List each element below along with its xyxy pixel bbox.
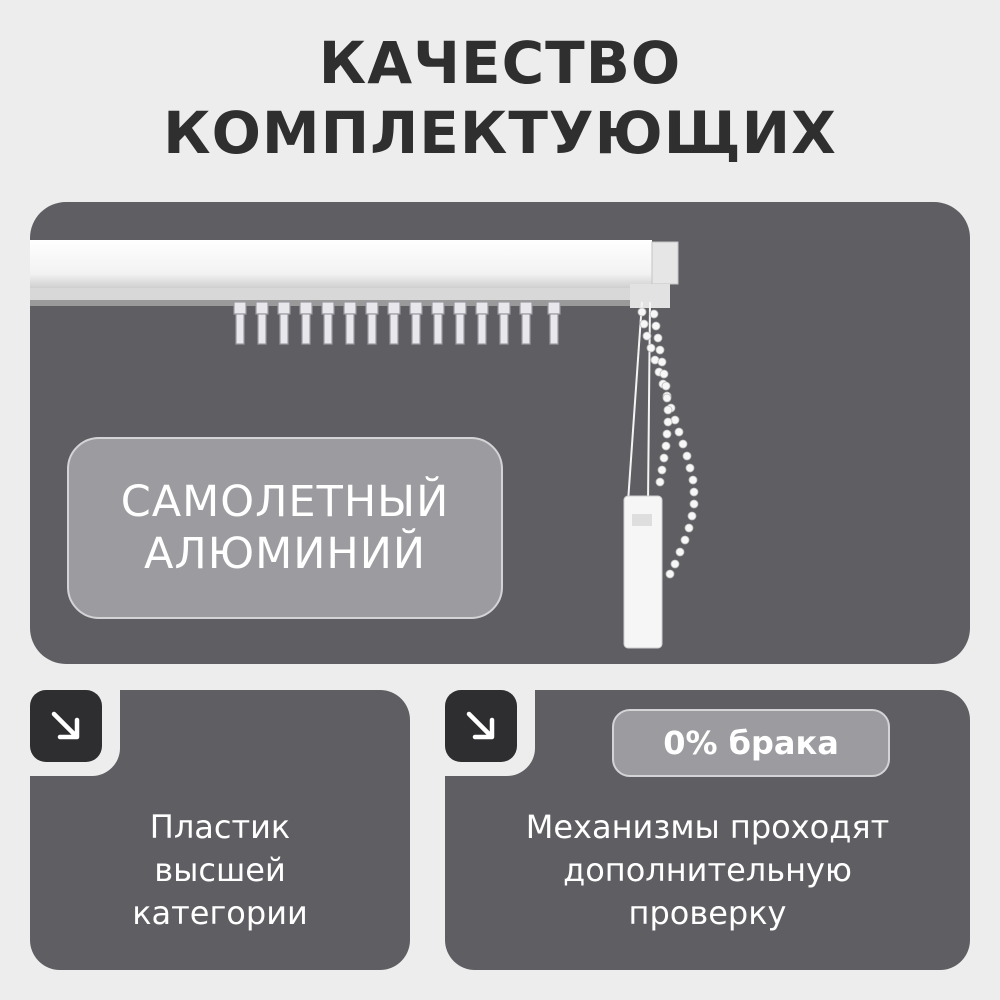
cord-weight <box>623 495 663 649</box>
cornice-illustration <box>30 240 699 649</box>
defect-rate-badge: 0% брака <box>612 709 890 777</box>
quality-text-line-2: дополнительную <box>563 851 852 889</box>
bead-chain <box>637 307 699 579</box>
page-title: КАЧЕСТВО КОМПЛЕКТУЮЩИХ <box>0 28 1000 168</box>
arrow-down-right-icon <box>445 690 517 762</box>
quality-text-line-3: проверку <box>628 894 787 932</box>
plastic-text-line-1: Пластик <box>149 808 291 846</box>
quality-text: Механизмы проходят дополнительную провер… <box>445 806 970 935</box>
plastic-text-line-3: категории <box>132 894 308 932</box>
material-badge-line-2: АЛЮМИНИЙ <box>143 529 427 579</box>
plastic-text-line-2: высшей <box>154 851 286 889</box>
feature-card-plastic: Пластик высшей категории <box>30 690 410 970</box>
material-badge: САМОЛЕТНЫЙ АЛЮМИНИЙ <box>67 437 503 619</box>
arrow-down-right-icon <box>30 690 102 762</box>
cornice-rail <box>30 240 679 308</box>
title-line-2: КОМПЛЕКТУЮЩИХ <box>163 99 837 167</box>
quality-text-line-1: Механизмы проходят <box>525 808 890 846</box>
title-line-1: КАЧЕСТВО <box>318 29 682 97</box>
plastic-text: Пластик высшей категории <box>30 806 410 935</box>
runner-hooks <box>233 301 561 345</box>
product-hero-panel: САМОЛЕТНЫЙ АЛЮМИНИЙ <box>30 202 970 664</box>
material-badge-line-1: САМОЛЕТНЫЙ <box>120 477 450 527</box>
